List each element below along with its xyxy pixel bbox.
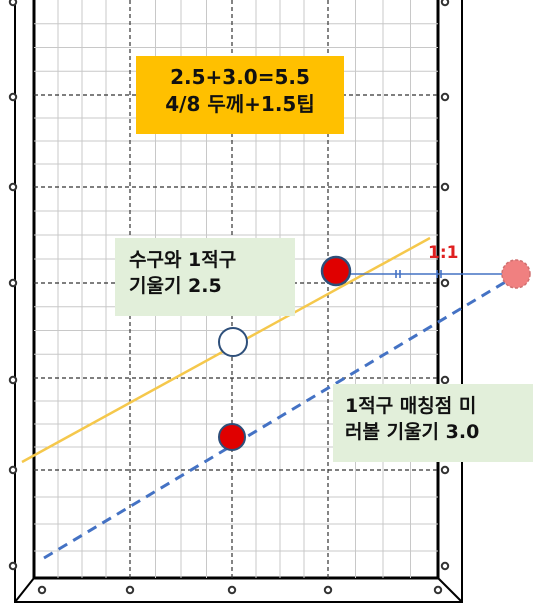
mirror-path-line bbox=[43, 276, 513, 560]
mirror-slope-label: 1적구 매칭점 미 러볼 기울기 3.0 bbox=[333, 384, 533, 462]
corner-bevel-left bbox=[14, 577, 35, 603]
diamond-marker bbox=[440, 375, 450, 385]
diamond-marker bbox=[323, 585, 333, 595]
formula-line-2: 4/8 두께+1.5팁 bbox=[165, 92, 315, 116]
diamond-marker bbox=[440, 278, 450, 288]
diamond-marker bbox=[433, 585, 443, 595]
formula-line-1: 2.5+3.0=5.5 bbox=[170, 65, 310, 89]
mirror-ball bbox=[501, 259, 531, 289]
mirror-label-line-2: 러볼 기울기 3.0 bbox=[345, 420, 480, 443]
diamond-marker bbox=[440, 92, 450, 102]
diamond-marker bbox=[8, 182, 18, 192]
diamond-marker bbox=[440, 561, 450, 571]
corner-bevel-right bbox=[437, 577, 463, 603]
diamond-marker bbox=[8, 465, 18, 475]
ratio-label: 1:1 bbox=[428, 243, 459, 263]
cue-ball-label-line-2: 기울기 2.5 bbox=[129, 274, 222, 297]
diamond-marker bbox=[8, 92, 18, 102]
diamond-marker bbox=[227, 585, 237, 595]
measure-ticks bbox=[395, 270, 442, 278]
mirror-matching-ball bbox=[218, 423, 246, 451]
diamond-marker bbox=[440, 0, 450, 7]
diamond-marker bbox=[440, 182, 450, 192]
diamond-markers bbox=[8, 0, 450, 595]
diamond-marker bbox=[440, 465, 450, 475]
formula-box: 2.5+3.0=5.5 4/8 두께+1.5팁 bbox=[136, 56, 344, 134]
mirror-label-line-1: 1적구 매칭점 미 bbox=[345, 395, 477, 417]
outer-rail bbox=[14, 0, 463, 603]
object-ball bbox=[320, 255, 352, 287]
diamond-marker bbox=[8, 375, 18, 385]
cushion-edge bbox=[32, 0, 440, 580]
diamond-marker bbox=[37, 585, 47, 595]
cue-ball bbox=[218, 327, 248, 357]
diamond-marker bbox=[8, 0, 18, 7]
diamond-marker bbox=[125, 585, 135, 595]
cue-ball-slope-label: 수구와 1적구 기울기 2.5 bbox=[115, 238, 295, 316]
cue-ball-label-line-1: 수구와 1적구 bbox=[129, 249, 237, 271]
diamond-marker bbox=[8, 561, 18, 571]
diamond-marker bbox=[8, 278, 18, 288]
